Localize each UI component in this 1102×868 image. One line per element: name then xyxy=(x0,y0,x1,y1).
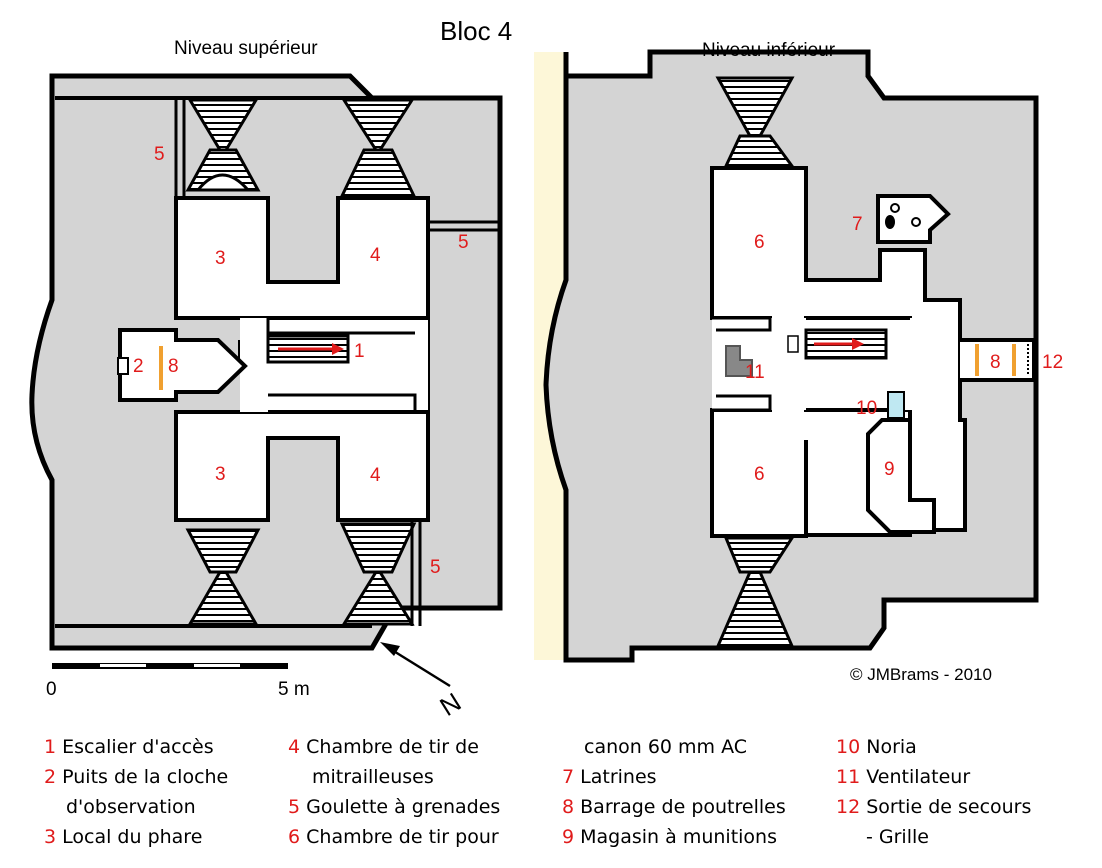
upper-label-beam-barrier: 8 xyxy=(168,356,179,377)
upper-embrasures-top xyxy=(185,98,417,198)
legend-column-1: 1 Escalier d'accès 2 Puits de la cloche … xyxy=(44,732,228,852)
legend-item: - Grille xyxy=(866,826,929,848)
upper-label-room-3-south: 3 xyxy=(215,464,226,485)
legend-item: 12 Sortie de secours xyxy=(836,796,1032,818)
lower-label-beam-barrier: 8 xyxy=(990,352,1001,373)
upper-label-chute-nw: 5 xyxy=(154,144,165,165)
north-arrow: N xyxy=(380,642,466,722)
lower-label-latrines: 7 xyxy=(852,214,863,235)
scale-start-label: 0 xyxy=(46,679,57,700)
upper-label-room-4-south: 4 xyxy=(370,465,381,486)
legend-item: 7 Latrines xyxy=(562,766,657,788)
upper-label-chute-south: 5 xyxy=(430,557,441,578)
lower-label-room-6-north: 6 xyxy=(754,232,765,253)
lower-label-ventilator: 11 xyxy=(745,362,765,383)
ammunition-magazine xyxy=(866,418,936,534)
legend-item: 4 Chambre de tir de xyxy=(288,736,479,758)
lower-label-room-6-south: 6 xyxy=(754,464,765,485)
legend-item: 11 Ventilateur xyxy=(836,766,971,788)
upper-label-bell-shaft: 2 xyxy=(133,356,144,377)
legend-item: 8 Barrage de poutrelles xyxy=(562,796,786,818)
copyright-note: © JMBrams - 2010 xyxy=(850,665,992,684)
upper-level-title: Niveau supérieur xyxy=(174,38,318,59)
lower-label-magazine: 9 xyxy=(884,459,895,480)
scale-bar: 0 5 m xyxy=(46,663,310,700)
legend-item: 2 Puits de la cloche xyxy=(44,766,229,788)
legend-item: 5 Goulette à grenades xyxy=(288,796,501,818)
lower-level-title: Niveau inférieur xyxy=(702,40,836,61)
ventilator xyxy=(725,345,753,377)
scale-end-label: 5 m xyxy=(278,679,310,700)
legend-item: 6 Chambre de tir pour xyxy=(288,826,499,848)
legend-item: 9 Magasin à munitions xyxy=(562,826,777,848)
legend-item: mitrailleuses xyxy=(312,766,434,788)
legend-item: d'observation xyxy=(66,796,196,818)
north-label: N xyxy=(434,687,466,722)
lower-label-emergency-exit: 12 xyxy=(1042,352,1063,373)
legend-item: 1 Escalier d'accès xyxy=(44,736,214,758)
legend-item: 3 Local du phare xyxy=(44,826,203,848)
legend-column-4: 10 Noria 11 Ventilateur 12 Sortie de sec… xyxy=(836,732,1031,852)
upper-label-room-4-north: 4 xyxy=(370,245,381,266)
upper-label-room-3-north: 3 xyxy=(215,248,226,269)
legend-item: canon 60 mm AC xyxy=(584,736,748,758)
lower-embrasures xyxy=(715,76,795,648)
lower-label-noria: 10 xyxy=(856,398,877,419)
upper-level-plan: Niveau supérieur xyxy=(29,38,503,651)
upper-observation-bell-room xyxy=(118,328,248,402)
lower-level-plan: Niveau inférieur xyxy=(534,40,1063,684)
upper-label-chute-east: 5 xyxy=(458,232,469,253)
legend-column-3: canon 60 mm AC 7 Latrines 8 Barrage de p… xyxy=(562,732,786,852)
legend-column-2: 4 Chambre de tir de mitrailleuses 5 Goul… xyxy=(288,732,500,852)
legend-item: 10 Noria xyxy=(836,736,917,758)
diagram-title: Bloc 4 xyxy=(440,16,512,46)
upper-label-access-stair: 1 xyxy=(354,341,365,362)
noria-hoist xyxy=(887,391,905,419)
upper-embrasures-bottom xyxy=(185,522,417,626)
